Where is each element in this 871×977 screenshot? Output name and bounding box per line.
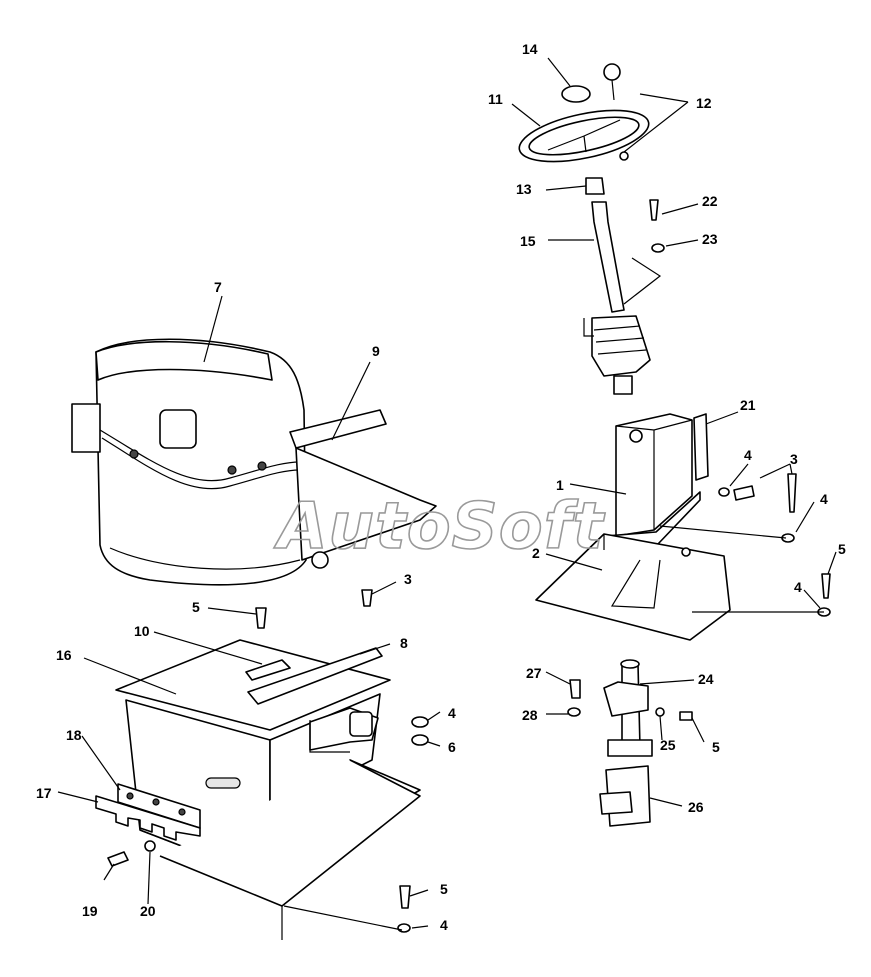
callout-5: 5 [192,599,200,615]
callout-28: 28 [522,707,538,723]
seat [71,338,437,586]
callout-6: 6 [448,739,456,755]
callout-13: 13 [516,181,532,197]
callout-7: 7 [214,279,222,295]
callout-14: 14 [522,41,538,57]
leader-lines [57,57,837,931]
callout-24: 24 [698,671,714,687]
callout-18: 18 [66,727,82,743]
callout-27: 27 [526,665,542,681]
callout-5: 5 [712,739,720,755]
column-housing [535,413,731,641]
callout-4: 4 [794,579,802,595]
callout-4: 4 [440,917,448,933]
callout-labels: 1 2 3 3 4 4 4 4 4 5 5 5 5 6 7 8 9 10 11 … [36,41,846,933]
callout-19: 19 [82,903,98,919]
callout-9: 9 [372,343,380,359]
callout-10: 10 [134,623,150,639]
callout-16: 16 [56,647,72,663]
steering-column [583,199,665,395]
callout-22: 22 [702,193,718,209]
callout-3: 3 [790,451,798,467]
callout-4: 4 [820,491,828,507]
callout-26: 26 [688,799,704,815]
callout-15: 15 [520,233,536,249]
callout-5: 5 [440,881,448,897]
callout-4: 4 [744,447,752,463]
steering-unit [567,659,693,827]
steering-wheel [518,63,650,195]
watermark-text: AutoSoft [273,490,606,564]
callout-4: 4 [448,705,456,721]
callout-21: 21 [740,397,756,413]
callout-11: 11 [488,91,503,107]
seat-base [115,639,421,940]
callout-25: 25 [660,737,676,753]
callout-17: 17 [36,785,52,801]
callout-12: 12 [696,95,712,111]
callout-1: 1 [556,477,564,493]
callout-23: 23 [702,231,718,247]
callout-3: 3 [404,571,412,587]
callout-20: 20 [140,903,156,919]
adjust-brackets [95,783,201,867]
callout-2: 2 [532,545,540,561]
callout-5: 5 [838,541,846,557]
callout-8: 8 [400,635,408,651]
